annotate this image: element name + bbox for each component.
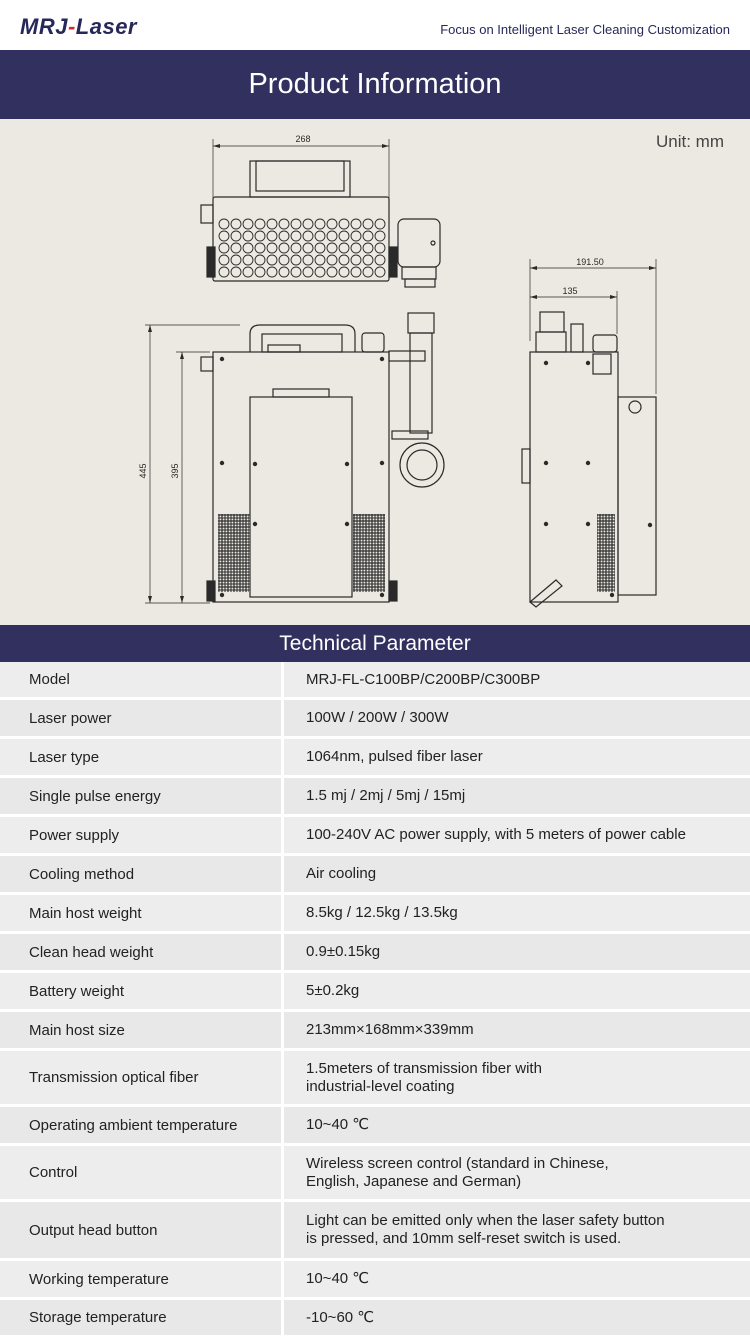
param-value-line: English, Japanese and German) [306,1172,522,1190]
param-value-line: Wireless screen control (standard in Chi… [306,1154,609,1172]
param-key: Main host weight [0,895,284,931]
param-value: 1064nm, pulsed fiber laser [306,748,483,765]
dim-width-top: 268 [295,134,310,144]
front-view-drawing: 445 395 [138,312,445,604]
brand-logo[interactable]: MRJ-Laser [20,14,137,39]
param-value: MRJ-FL-C100BP/C200BP/C300BP [306,670,541,688]
table-row: Control Wireless screen control (standar… [0,1146,750,1202]
logo-main: MRJ [20,14,68,39]
technical-parameter-title: Technical Parameter [0,625,750,662]
param-key: Single pulse energy [0,778,284,814]
param-value: 5±0.2kg [306,982,360,999]
table-row: Clean head weight 0.9±0.15kg [0,934,750,973]
param-key: Output head button [0,1202,284,1258]
param-key: Storage temperature [0,1300,284,1335]
param-key: Cooling method [0,856,284,892]
param-value: 10~40 ℃ [306,1116,370,1133]
param-key: Operating ambient temperature [0,1107,284,1143]
param-value: Wireless screen control (standard in Chi… [284,1146,750,1199]
param-value: Air cooling [306,865,377,882]
table-row: Power supply 100-240V AC power supply, w… [0,817,750,856]
param-value: 10~40 ℃ [306,1270,370,1287]
top-view-drawing: 268 [200,134,441,288]
param-value: 0.9±0.15kg [306,943,381,960]
param-value: 213mm×168mm×339mm [306,1021,474,1038]
param-value: 100W / 200W / 300W [306,709,449,726]
param-value: Light can be emitted only when the laser… [284,1202,750,1258]
param-key: Main host size [0,1012,284,1048]
technical-drawing-area: Unit: mm 268 [0,119,750,625]
param-key: Clean head weight [0,934,284,970]
dim-height-total: 445 [138,463,148,478]
param-value-line: industrial-level coating [306,1077,455,1095]
table-row: Transmission optical fiber 1.5meters of … [0,1051,750,1107]
param-value: 1.5 mj / 2mj / 5mj / 15mj [306,787,466,804]
dim-depth-total: 191.50 [576,257,604,267]
param-value-line: Light can be emitted only when the laser… [306,1212,665,1229]
table-row: Laser power 100W / 200W / 300W [0,700,750,739]
param-value: 1.5meters of transmission fiber with ind… [284,1051,750,1104]
param-key: Control [0,1146,284,1199]
param-value: 100-240V AC power supply, with 5 meters … [306,826,686,843]
unit-label: Unit: mm [656,132,724,151]
technical-drawing: 268 [138,134,657,608]
table-row: Model MRJ-FL-C100BP/C200BP/C300BP [0,662,750,700]
param-value: 8.5kg / 12.5kg / 13.5kg [306,904,458,921]
param-key: Working temperature [0,1261,284,1297]
dim-height-body: 395 [170,463,180,478]
tagline: Focus on Intelligent Laser Cleaning Cust… [440,22,730,37]
param-value-line: 1.5meters of transmission fiber with [306,1059,542,1077]
param-key: Power supply [0,817,284,853]
table-row: Main host weight 8.5kg / 12.5kg / 13.5kg [0,895,750,934]
table-row: Laser type 1064nm, pulsed fiber laser [0,739,750,778]
param-value-line: is pressed, and 10mm self-reset switch i… [306,1230,622,1247]
table-row: Single pulse energy 1.5 mj / 2mj / 5mj /… [0,778,750,817]
dim-depth-body: 135 [562,286,577,296]
parameter-table: Model MRJ-FL-C100BP/C200BP/C300BP Laser … [0,662,750,1337]
table-row: Operating ambient temperature 10~40 ℃ [0,1107,750,1146]
table-row: Main host size 213mm×168mm×339mm [0,1012,750,1051]
table-row: Storage temperature -10~60 ℃ [0,1300,750,1337]
product-information-title: Product Information [0,50,750,119]
table-row: Battery weight 5±0.2kg [0,973,750,1012]
table-row: Working temperature 10~40 ℃ [0,1261,750,1300]
param-key: Model [0,662,284,697]
param-key: Laser power [0,700,284,736]
logo-sub: Laser [75,14,137,39]
table-row: Output head button Light can be emitted … [0,1202,750,1261]
logo-separator: - [67,14,76,39]
param-key: Transmission optical fiber [0,1051,284,1104]
param-key: Laser type [0,739,284,775]
param-value: -10~60 ℃ [306,1308,375,1326]
table-row: Cooling method Air cooling [0,856,750,895]
param-key: Battery weight [0,973,284,1009]
top-bar: MRJ-Laser Focus on Intelligent Laser Cle… [0,0,750,50]
side-view-drawing: 191.50 135 [521,257,657,608]
